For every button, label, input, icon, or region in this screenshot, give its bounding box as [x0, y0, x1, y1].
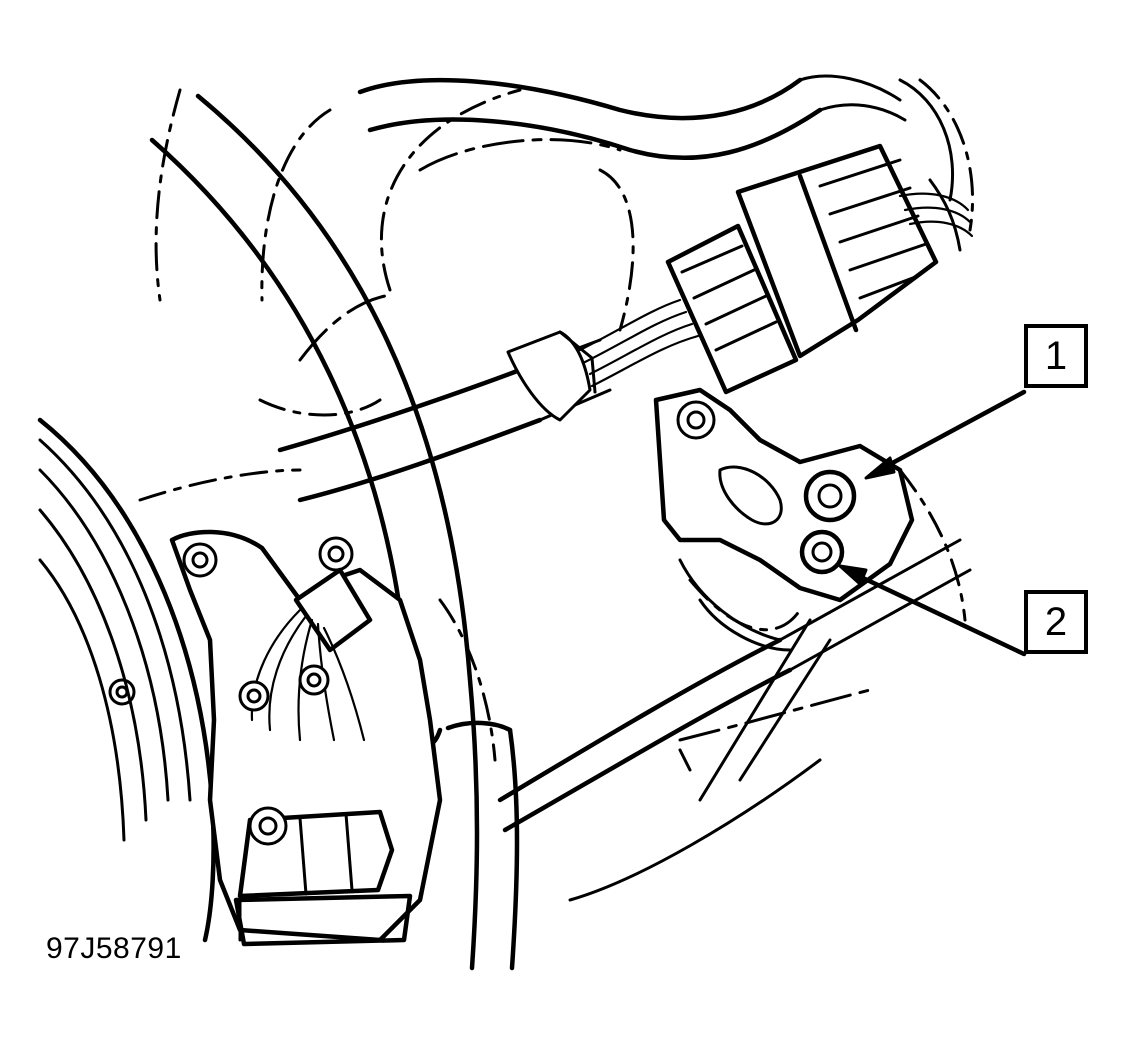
lower-linkage: [497, 538, 972, 902]
leader-line-2: [843, 567, 1027, 657]
upper-wire-loom: [357, 74, 962, 252]
sensor-bracket: [653, 387, 915, 652]
callout-1: 1: [1024, 324, 1088, 388]
wiring-harness: [277, 298, 700, 503]
leader-arrow-1: [864, 456, 896, 480]
leader-line-1: [869, 389, 1027, 477]
figure-id: 97J58791: [46, 932, 182, 965]
lower-sensor-mount: [169, 529, 443, 947]
callout-2: 2: [1024, 590, 1088, 654]
leader-arrow-2: [838, 564, 868, 586]
callout-leaders: [838, 389, 1027, 657]
electrical-connector: [665, 143, 974, 395]
flywheel-ring: [37, 417, 216, 943]
